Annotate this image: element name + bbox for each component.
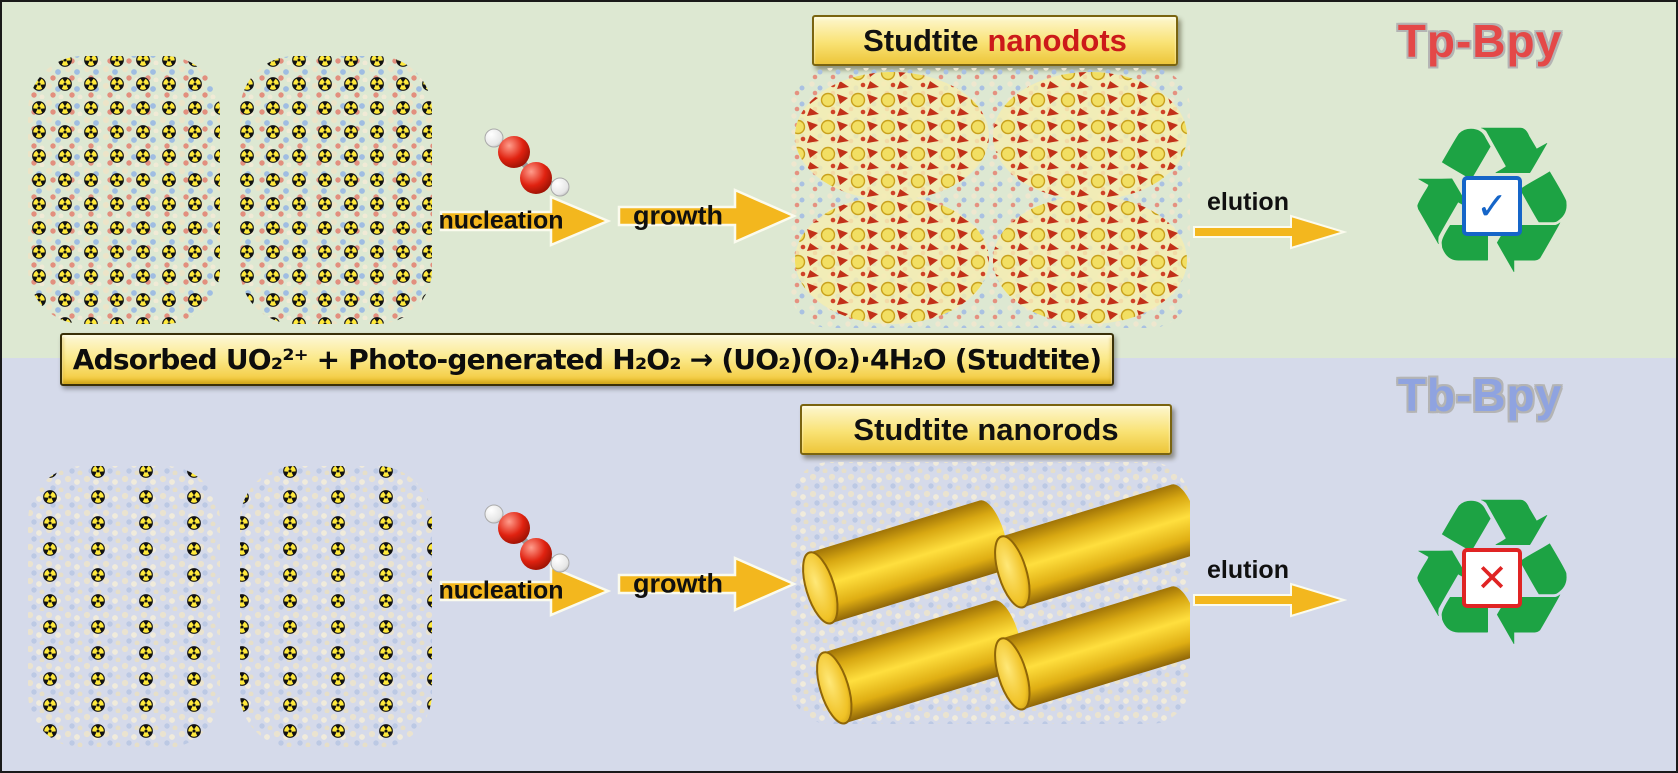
product-name: Studtite nanorods — [853, 411, 1119, 447]
tp-bpy-cof-structure-graphic — [26, 48, 436, 338]
h2o2-molecule-icon — [474, 118, 574, 215]
studtite-nanodots-title: Studtite nanodots — [812, 15, 1178, 66]
growth-label: growth — [633, 568, 723, 599]
cross-icon: ✕ — [1462, 548, 1522, 609]
studtite-nanodots-graphic — [790, 64, 1190, 337]
nucleation-label: nucleation — [438, 576, 564, 605]
product-name: Studtite — [863, 22, 979, 58]
not-recyclable-symbol: ♻ ✕ — [1394, 466, 1590, 682]
nucleation-label: nucleation — [438, 206, 564, 235]
tb-bpy-label: Tb-Bpy — [1397, 369, 1563, 421]
growth-label: growth — [633, 200, 723, 231]
elution-label: elution — [1207, 188, 1289, 216]
tp-bpy-panel: Tp-Bpy nucleatio — [2, 2, 1676, 358]
studtite-nanorods-graphic — [790, 456, 1208, 736]
growth-arrow: growth — [617, 552, 797, 616]
tp-bpy-label: Tp-Bpy — [1397, 15, 1563, 67]
nucleation-arrow: nucleation — [438, 192, 611, 250]
growth-arrow: growth — [617, 184, 797, 248]
tb-bpy-panel: Tb-Bpy nucleatio — [2, 358, 1676, 771]
equation-banner: Adsorbed UO₂²⁺ + Photo-generated H₂O₂ → … — [60, 333, 1114, 386]
h2o2-molecule-icon — [474, 494, 574, 591]
nucleation-arrow: nucleation — [438, 562, 611, 620]
check-icon: ✓ — [1462, 176, 1522, 237]
equation-text: Adsorbed UO₂²⁺ + Photo-generated H₂O₂ → … — [72, 343, 1102, 376]
studtite-nanorods-title: Studtite nanorods — [800, 404, 1172, 455]
elution-arrow: elution — [1192, 556, 1347, 618]
recyclable-symbol: ♻ ✓ — [1394, 94, 1590, 310]
tb-bpy-cof-structure-graphic — [26, 458, 436, 763]
product-name-highlight: nanodots — [987, 22, 1127, 58]
elution-arrow: elution — [1192, 188, 1347, 250]
elution-label: elution — [1207, 556, 1289, 584]
